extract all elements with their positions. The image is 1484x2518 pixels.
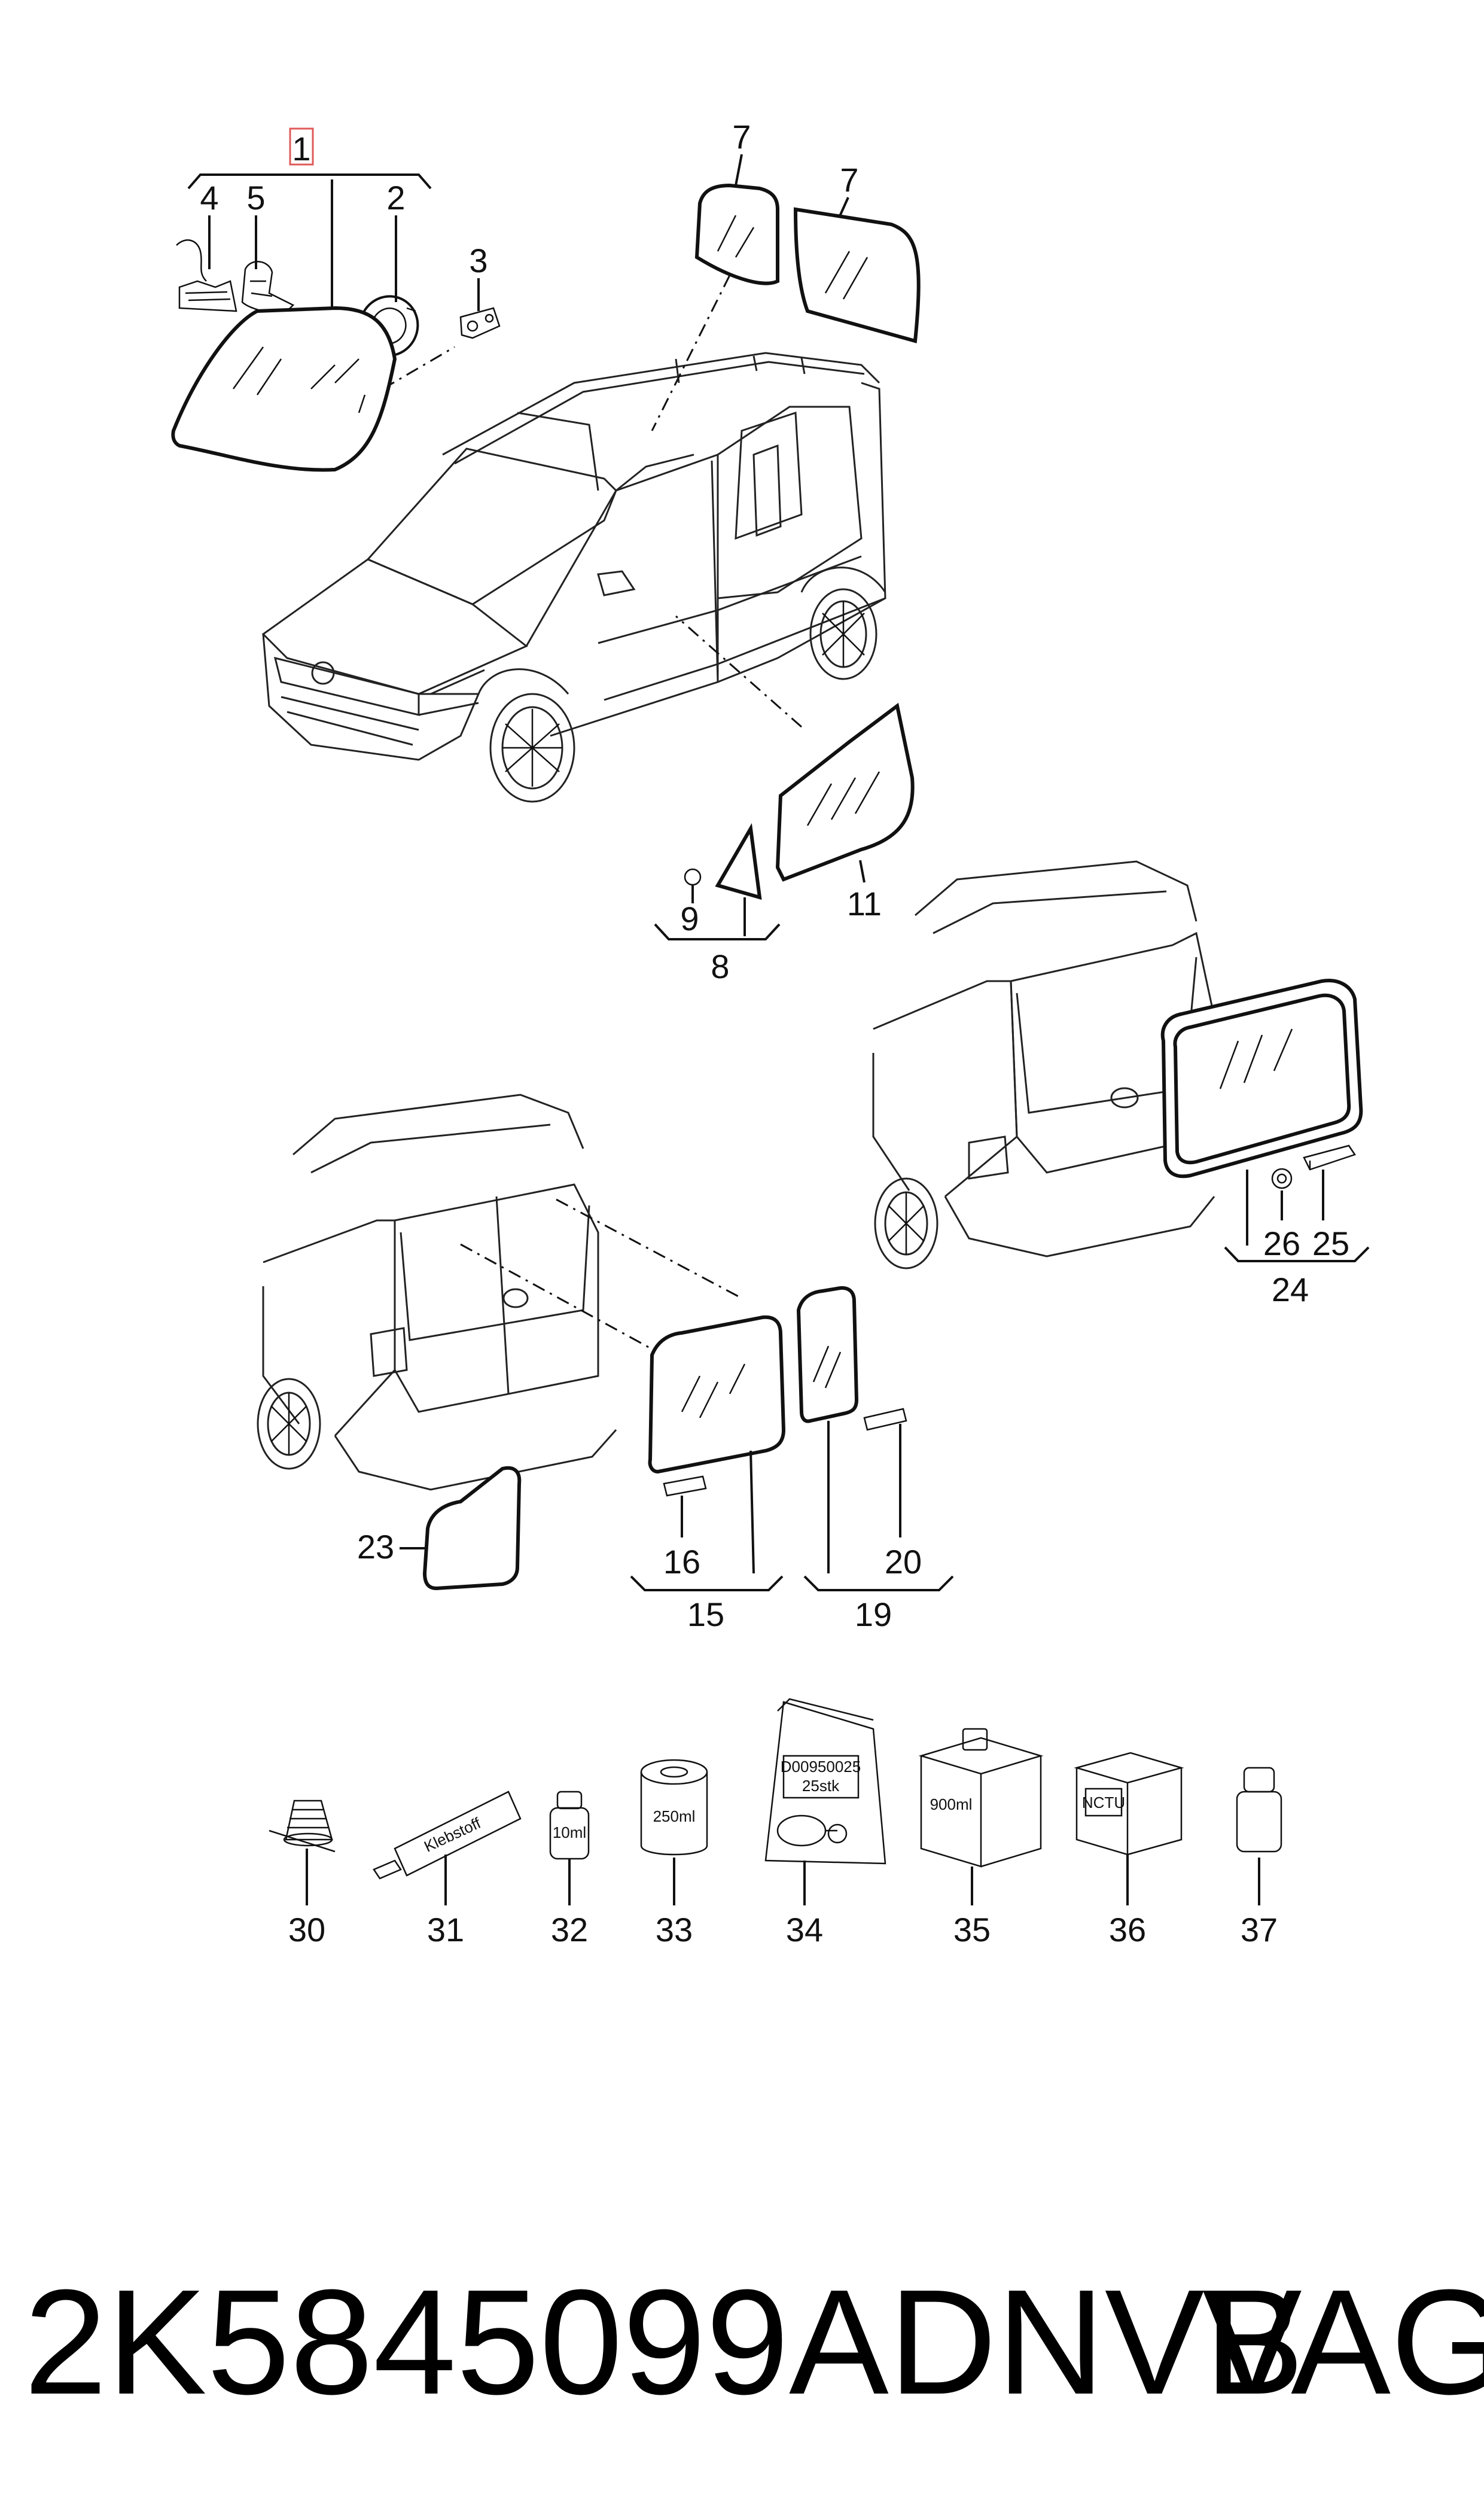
clip-part-26	[1271, 1168, 1293, 1189]
callout-31: 31	[427, 1911, 464, 1948]
bottle-part-37: 37	[1236, 1767, 1282, 1948]
bracket-group-8	[654, 923, 781, 940]
bracket-group-1	[187, 173, 432, 190]
side-window-part-7: 7 7	[651, 118, 921, 431]
callout-11: 11	[847, 885, 882, 922]
rear-door-glass-part-15: 16 15	[630, 1315, 786, 1633]
callout-26: 26	[1263, 1225, 1300, 1262]
callout-36: 36	[1109, 1911, 1146, 1948]
callout-7-left: 7	[732, 118, 751, 156]
highlight-box	[289, 127, 314, 166]
rear-wheel	[800, 567, 886, 680]
glass-part-23: 23	[357, 1466, 522, 1591]
callout-15: 15	[687, 1596, 724, 1633]
glass-reflection	[232, 346, 359, 395]
callout-5: 5	[246, 179, 265, 217]
box-label: 900ml	[930, 1795, 973, 1813]
rear-wheel-right-van	[874, 1177, 938, 1269]
part-number: 2K5845099ADNVB	[24, 2258, 1305, 2425]
spacer-part-16	[663, 1475, 707, 1497]
bottle-label: 10ml	[553, 1823, 586, 1841]
box-logo: NCTU	[1082, 1794, 1125, 1811]
bag-part-34: D00950025 25stk 34	[764, 1698, 886, 1948]
callout-33: 33	[656, 1911, 693, 1948]
can-part-33: 250ml 33	[640, 1759, 708, 1948]
cover-part-5	[241, 261, 295, 318]
box-part-35: 900ml 35	[918, 1728, 1044, 1948]
rear-wheel-left-van	[257, 1378, 321, 1470]
van-rear-tailgate-illustration	[872, 860, 1215, 1269]
callout-35: 35	[953, 1911, 991, 1948]
nozzle-part-30: 30	[269, 1800, 336, 1948]
door-split-line	[495, 1196, 510, 1395]
side-mirror	[597, 570, 636, 596]
callout-3: 3	[469, 242, 487, 279]
sensor-part-3	[459, 307, 501, 339]
rear-door-glass-part-19: 20 19	[796, 1286, 954, 1633]
callout-34: 34	[786, 1911, 823, 1948]
callout-16: 16	[663, 1543, 700, 1581]
windscreen-assembly: 1 4 5 2 3	[171, 127, 501, 472]
adhesive-tube-part-31: Klebstoff 31	[373, 1791, 522, 1948]
quarter-glass-part-8: 9 8	[654, 823, 781, 985]
dashed-link-19	[460, 1243, 653, 1350]
can-label: 250ml	[653, 1807, 696, 1825]
box-part-36: NCTU 36	[1074, 1752, 1184, 1948]
callout-7-right: 7	[840, 161, 858, 199]
front-wheel	[477, 668, 575, 803]
door-glass-part-11: 11	[675, 615, 915, 922]
callout-2: 2	[386, 179, 405, 217]
dashed-link-15	[556, 1198, 742, 1299]
callout-1: 1	[292, 130, 310, 168]
callout-24: 24	[1272, 1271, 1309, 1308]
fixing-part-9	[684, 868, 702, 886]
callout-30: 30	[288, 1911, 325, 1948]
spacer-part-25	[1303, 1144, 1356, 1171]
callout-37: 37	[1241, 1911, 1278, 1948]
windscreen-glass	[171, 306, 397, 472]
van-rear-doors-illustration	[257, 1094, 742, 1491]
bag-code: D00950025	[781, 1758, 861, 1776]
callout-23: 23	[357, 1528, 394, 1566]
callout-8: 8	[711, 948, 729, 985]
callout-9: 9	[680, 900, 699, 937]
brand-label: VAG	[1202, 2258, 1484, 2425]
bag-qty: 25stk	[802, 1777, 840, 1795]
dashed-link-7	[651, 275, 731, 431]
bottle-part-32: 10ml 32	[549, 1791, 590, 1948]
callout-19: 19	[855, 1596, 892, 1633]
wiring-harness-part-4	[176, 239, 237, 312]
spacer-part-20	[863, 1408, 907, 1431]
callout-4: 4	[200, 179, 218, 217]
bracket-group-15	[630, 1575, 784, 1591]
dashed-link-11	[675, 615, 802, 728]
bracket-group-24	[1224, 1246, 1370, 1262]
rear-window-part-24: 26 25 24	[1160, 979, 1370, 1308]
van-front-illustration	[261, 352, 886, 803]
callout-32: 32	[551, 1911, 588, 1948]
callout-20: 20	[885, 1543, 922, 1581]
bracket-group-19	[803, 1575, 954, 1591]
callout-25: 25	[1312, 1225, 1349, 1262]
